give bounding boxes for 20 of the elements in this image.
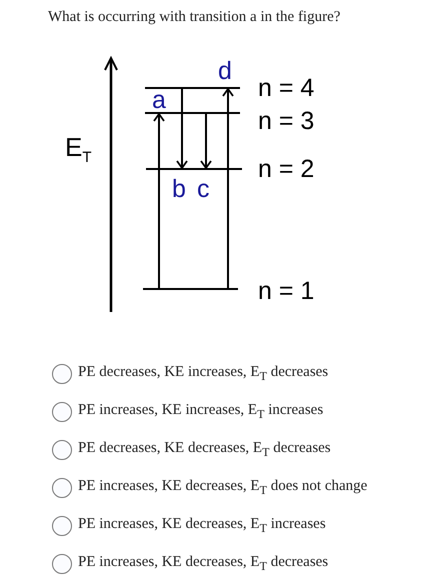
answer-option: PE increases, KE increases, E$_{T}$ increases (78, 401, 324, 423)
answer-option: PE increases, KE decreases, E$_{T}$ does not change (78, 477, 368, 499)
edge-label: d (218, 58, 232, 84)
question-text: What is occurring with transition a in the figure? (48, 9, 340, 26)
edge-label: c (197, 176, 210, 202)
transition-arrow (153, 113, 165, 288)
transition-arrow (200, 114, 212, 169)
transition-arrow (222, 88, 234, 288)
answer-option: PE increases, KE decreases, E$_{T}$ decreases (78, 553, 328, 575)
level-label: n = 4 (258, 75, 314, 101)
level-label: n = 2 (258, 156, 314, 182)
axis-label: E$_{T}$ (65, 132, 92, 166)
answer-option: PE decreases, KE increases, E$_{T}$ decreases (78, 363, 328, 385)
edge-label: b (172, 176, 186, 202)
level-label: n = 3 (258, 108, 314, 134)
answer-option: PE decreases, KE decreases, E$_{T}$ decreases (78, 439, 331, 461)
edge-label: a (152, 87, 166, 113)
answer-option: PE increases, KE decreases, E$_{T}$ increases (78, 515, 326, 537)
transition-arrow (176, 89, 188, 169)
level-label: n = 1 (258, 278, 314, 304)
